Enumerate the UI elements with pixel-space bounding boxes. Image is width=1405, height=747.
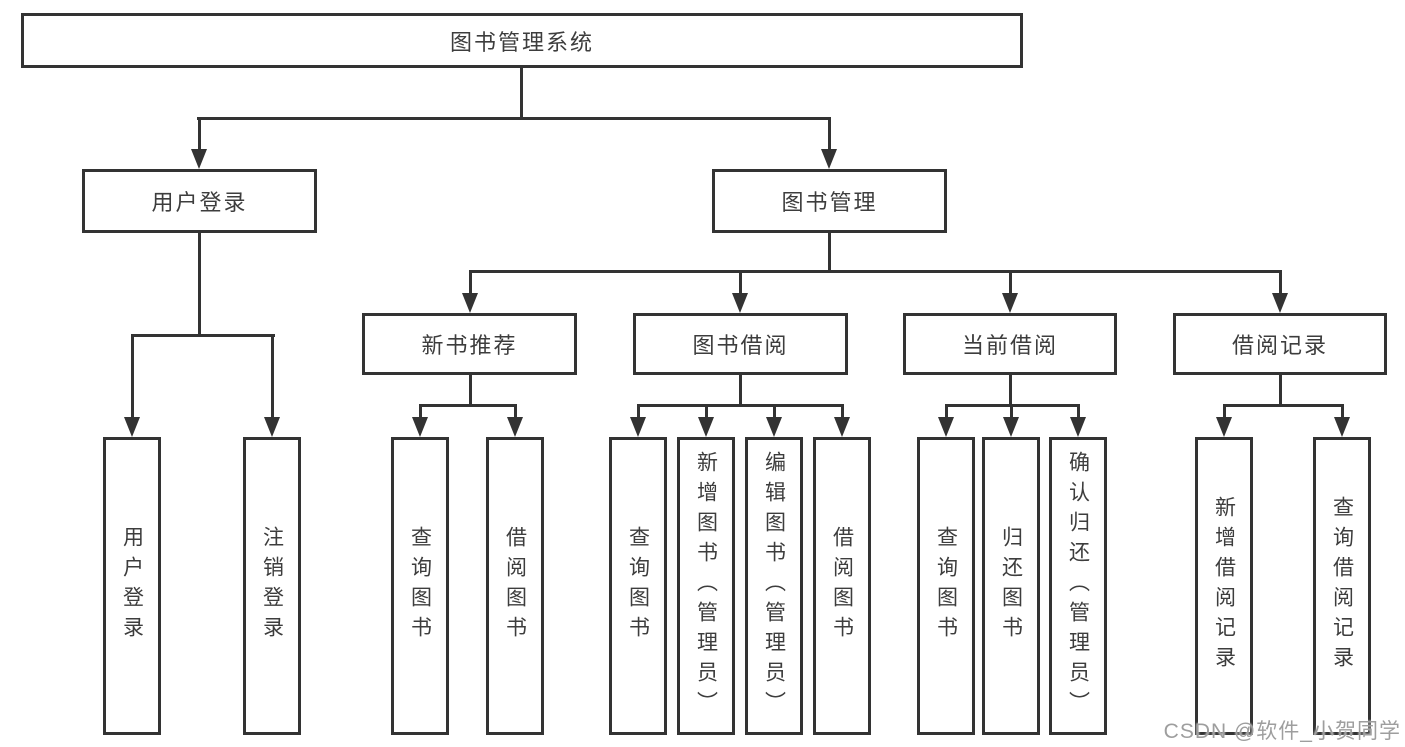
node-book-management: 图书管理 bbox=[712, 169, 947, 233]
arrow-down-icon bbox=[1002, 293, 1018, 313]
node-book-borrow: 图书借阅 bbox=[633, 313, 848, 375]
connector-line bbox=[1009, 270, 1012, 295]
leaf-label: 借阅图书 bbox=[503, 526, 527, 646]
leaf-query-books-1: 查询图书 bbox=[391, 437, 449, 735]
connector-line bbox=[945, 404, 948, 419]
leaf-label: 新增图书（管理员） bbox=[694, 451, 718, 721]
connector-line bbox=[1223, 404, 1344, 407]
leaf-label: 借阅图书 bbox=[830, 526, 854, 646]
leaf-label: 注销登录 bbox=[260, 526, 284, 646]
leaf-label: 查询借阅记录 bbox=[1330, 496, 1354, 676]
arrow-down-icon bbox=[1334, 417, 1350, 437]
connector-line bbox=[131, 334, 275, 337]
leaf-label: 查询图书 bbox=[408, 526, 432, 646]
arrow-down-icon bbox=[1216, 417, 1232, 437]
arrow-down-icon bbox=[821, 149, 837, 169]
leaf-label: 用户登录 bbox=[120, 526, 144, 646]
node-new-book-recommend: 新书推荐 bbox=[362, 313, 577, 375]
connector-line bbox=[1077, 404, 1080, 419]
connector-line bbox=[469, 270, 472, 295]
leaf-label: 新增借阅记录 bbox=[1212, 496, 1236, 676]
leaf-label: 归还图书 bbox=[999, 526, 1023, 646]
connector-line bbox=[739, 375, 742, 407]
leaf-query-borrow-record: 查询借阅记录 bbox=[1313, 437, 1371, 735]
leaf-edit-book-admin: 编辑图书（管理员） bbox=[745, 437, 803, 735]
arrow-down-icon bbox=[698, 417, 714, 437]
connector-line bbox=[1223, 404, 1226, 419]
arrow-down-icon bbox=[732, 293, 748, 313]
connector-line bbox=[739, 270, 742, 295]
arrow-down-icon bbox=[264, 417, 280, 437]
arrow-down-icon bbox=[1003, 417, 1019, 437]
leaf-user-login: 用户登录 bbox=[103, 437, 161, 735]
arrow-down-icon bbox=[834, 417, 850, 437]
leaf-label: 查询图书 bbox=[934, 526, 958, 646]
node-label: 图书管理系统 bbox=[449, 29, 594, 55]
leaf-label: 查询图书 bbox=[626, 526, 650, 646]
node-current-borrow: 当前借阅 bbox=[903, 313, 1117, 375]
arrow-down-icon bbox=[630, 417, 646, 437]
connector-line bbox=[841, 404, 844, 419]
arrow-down-icon bbox=[766, 417, 782, 437]
connector-line bbox=[637, 404, 844, 407]
arrow-down-icon bbox=[507, 417, 523, 437]
leaf-query-books-2: 查询图书 bbox=[609, 437, 667, 735]
node-label: 图书借阅 bbox=[692, 333, 789, 358]
leaf-label: 编辑图书（管理员） bbox=[762, 451, 786, 721]
arrow-down-icon bbox=[124, 417, 140, 437]
connector-line bbox=[198, 233, 201, 337]
leaf-query-books-3: 查询图书 bbox=[917, 437, 975, 735]
leaf-add-book-admin: 新增图书（管理员） bbox=[677, 437, 735, 735]
leaf-label: 确认归还（管理员） bbox=[1066, 451, 1090, 721]
connector-line bbox=[198, 117, 201, 151]
connector-line bbox=[419, 404, 422, 419]
arrow-down-icon bbox=[1272, 293, 1288, 313]
leaf-borrow-books-1: 借阅图书 bbox=[486, 437, 544, 735]
arrow-down-icon bbox=[938, 417, 954, 437]
connector-line bbox=[1279, 375, 1282, 407]
connector-line bbox=[469, 270, 1282, 273]
arrow-down-icon bbox=[462, 293, 478, 313]
node-user-login: 用户登录 bbox=[82, 169, 317, 233]
connector-line bbox=[1010, 404, 1013, 419]
arrow-down-icon bbox=[191, 149, 207, 169]
node-label: 当前借阅 bbox=[961, 333, 1058, 358]
connector-line bbox=[828, 117, 831, 151]
connector-line bbox=[1279, 270, 1282, 295]
connector-line bbox=[705, 404, 708, 419]
node-label: 借阅记录 bbox=[1231, 333, 1328, 358]
connector-line bbox=[197, 117, 831, 120]
node-root: 图书管理系统 bbox=[21, 13, 1023, 68]
node-label: 新书推荐 bbox=[421, 333, 518, 358]
leaf-borrow-books-2: 借阅图书 bbox=[813, 437, 871, 735]
connector-line bbox=[419, 404, 517, 407]
connector-line bbox=[828, 233, 831, 273]
node-borrow-records: 借阅记录 bbox=[1173, 313, 1387, 375]
connector-line bbox=[1341, 404, 1344, 419]
connector-line bbox=[514, 404, 517, 419]
connector-line bbox=[520, 68, 523, 118]
leaf-logout: 注销登录 bbox=[243, 437, 301, 735]
connector-line bbox=[1009, 375, 1012, 407]
connector-line bbox=[773, 404, 776, 419]
arrow-down-icon bbox=[1070, 417, 1086, 437]
node-label: 图书管理 bbox=[781, 190, 878, 215]
connector-line bbox=[131, 334, 134, 419]
leaf-confirm-return-admin: 确认归还（管理员） bbox=[1049, 437, 1107, 735]
connector-line bbox=[271, 334, 274, 419]
connector-line bbox=[637, 404, 640, 419]
arrow-down-icon bbox=[412, 417, 428, 437]
leaf-return-book: 归还图书 bbox=[982, 437, 1040, 735]
node-label: 用户登录 bbox=[151, 190, 248, 215]
connector-line bbox=[469, 375, 472, 407]
watermark: CSDN @软件_小贺同学 bbox=[1163, 720, 1401, 743]
leaf-add-borrow-record: 新增借阅记录 bbox=[1195, 437, 1253, 735]
